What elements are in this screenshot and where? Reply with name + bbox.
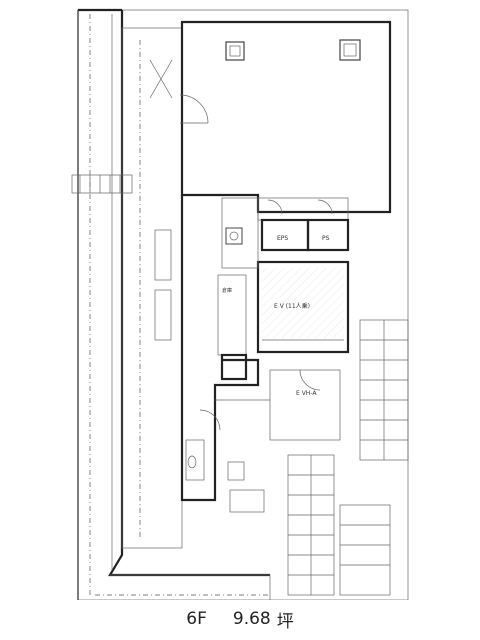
ev-hall: E VH-A [269,369,341,441]
building-outline [77,8,409,600]
core-left-rooms: 倉庫 [217,197,259,381]
floor-plan-drawing: EPS PS E V (11人乗) 倉庫 E VH-A [71,8,409,600]
balcony-bottom [95,574,271,600]
floor-area-unit: 坪 [276,611,294,632]
storage-label: 倉庫 [222,287,232,294]
ev-hall-label: E VH-A [296,390,317,397]
corridor-zone [71,27,183,549]
tenant-space-upper [179,20,392,214]
eps-label: EPS [277,235,288,242]
ps-label: PS [322,235,330,242]
floor-area-caption: 6F 9.68 坪 [0,604,480,634]
elevator-label: E V (11人乗) [274,303,310,310]
stairs-bottom [287,454,391,596]
stairs-right [359,319,409,461]
floor-area-value: 9.68 [232,609,271,629]
floor-number: 6F [186,609,207,629]
tenant-space-lower [180,195,270,513]
core-shafts: EPS PS [257,197,350,252]
elevator-shaft: E V (11人乗) [256,260,350,354]
